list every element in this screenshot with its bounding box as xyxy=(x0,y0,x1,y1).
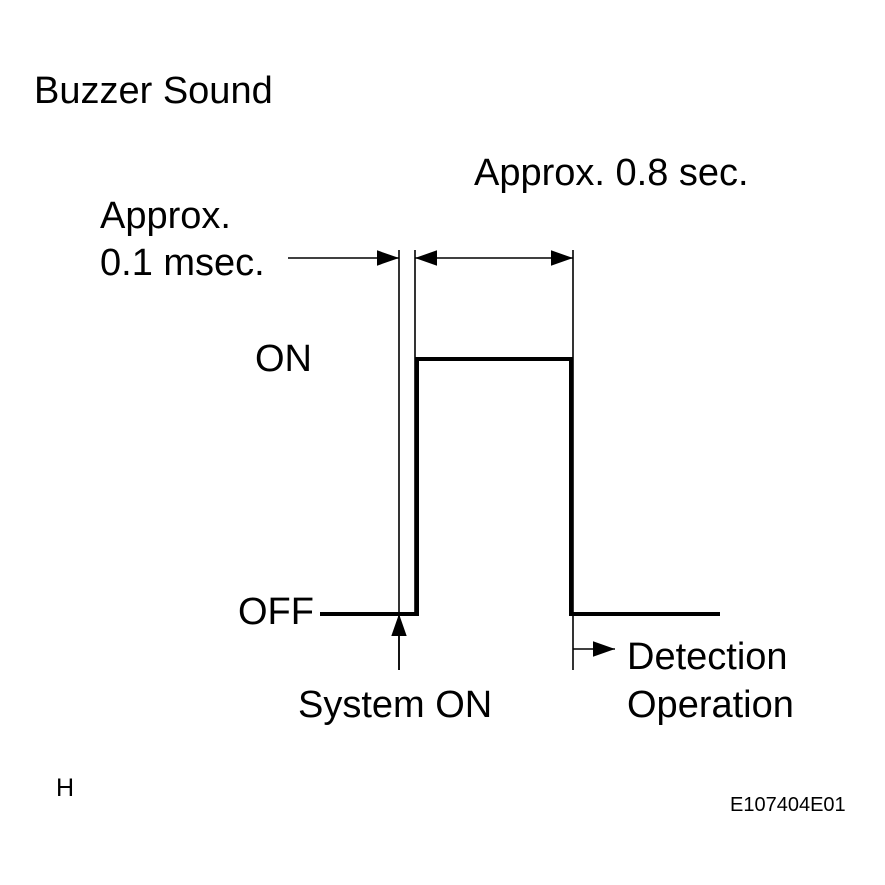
detection-label-line1: Detection xyxy=(627,636,788,678)
corner-mark: H xyxy=(56,774,74,802)
pulse-width-label: Approx. 0.8 sec. xyxy=(474,152,749,194)
detection-label-line2: Operation xyxy=(627,684,794,726)
buzzer-waveform xyxy=(320,357,720,616)
delay-label-line2: 0.1 msec. xyxy=(100,242,265,284)
on-level-label: ON xyxy=(255,338,312,380)
delay-label-line1: Approx. xyxy=(100,195,231,237)
system-on-label: System ON xyxy=(298,684,492,726)
off-level-label: OFF xyxy=(238,591,314,633)
diagram-title: Buzzer Sound xyxy=(34,70,273,112)
figure-code: E107404E01 xyxy=(730,794,846,816)
